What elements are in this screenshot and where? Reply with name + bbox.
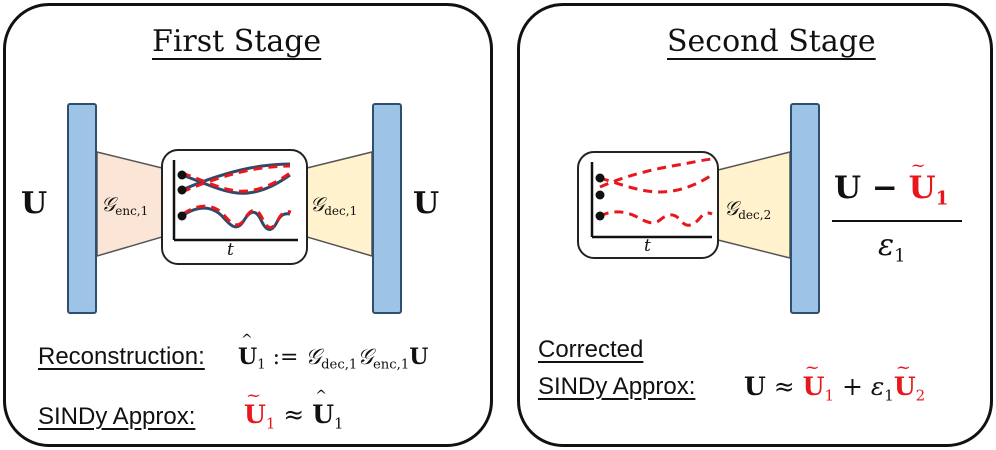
decoder-label-1: 𝒢dec,1 [310, 192, 358, 219]
residual-curve-1 [599, 157, 713, 189]
fraction-denominator: ε1 [878, 228, 906, 267]
input-symbol: U [21, 186, 48, 221]
corrected-label: Corrected [538, 336, 644, 363]
sindy-approx-equation: U1 ≈ U1 [244, 385, 344, 432]
time-label-1: t [227, 240, 234, 260]
sindy-curve-3 [182, 204, 292, 229]
sindy-approx-label: SINDy Approx: [38, 403, 196, 430]
output-bar-2 [790, 103, 820, 314]
corrected-equation: U ≈ U1 + ε1U2 [744, 357, 925, 404]
encoder-label-1: 𝒢enc,1 [101, 192, 149, 219]
first-stage-title: First Stage [152, 24, 322, 59]
latent-plot-box-2 [577, 151, 719, 259]
output-bar [372, 103, 402, 314]
fraction-numerator: U − U1 [834, 155, 949, 210]
decoder-label-2: 𝒢dec,2 [724, 196, 772, 223]
time-label-2: t [644, 236, 651, 256]
latent-curve-2 [181, 162, 291, 192]
reconstruction-equation: U1 := 𝒢dec,1𝒢enc,1U [238, 332, 428, 373]
corrected-sindy-label: SINDy Approx: [538, 373, 696, 400]
sindy-curve-2 [181, 164, 291, 194]
sindy-curve-1 [181, 171, 291, 193]
input-bar [67, 103, 97, 314]
output-symbol: U [413, 186, 440, 221]
residual-curve-2 [599, 173, 713, 194]
residual-curve-3 [599, 210, 713, 227]
reconstruction-label: Reconstruction: [38, 343, 205, 370]
second-stage-title: Second Stage [667, 24, 876, 59]
